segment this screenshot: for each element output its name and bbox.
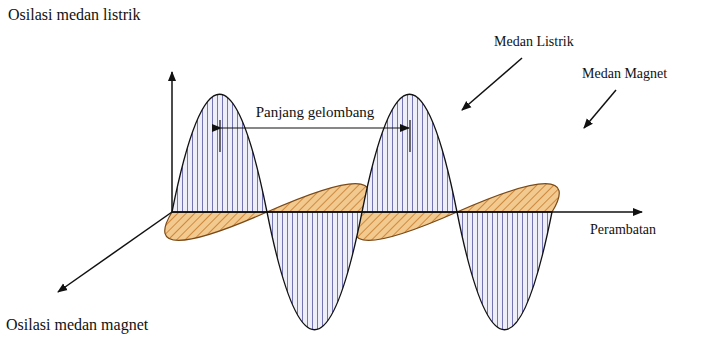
axis-label: Osilasi medan magnet	[6, 316, 148, 334]
axis-label: Perambatan	[590, 222, 656, 238]
axes	[58, 72, 642, 292]
field-label: Medan Magnet	[582, 66, 667, 82]
axis-label: Osilasi medan listrik	[8, 6, 140, 24]
wavelength-dimension	[220, 120, 410, 152]
field-label: Medan Listrik	[494, 34, 574, 50]
dimension-label: Panjang gelombang	[256, 104, 375, 121]
